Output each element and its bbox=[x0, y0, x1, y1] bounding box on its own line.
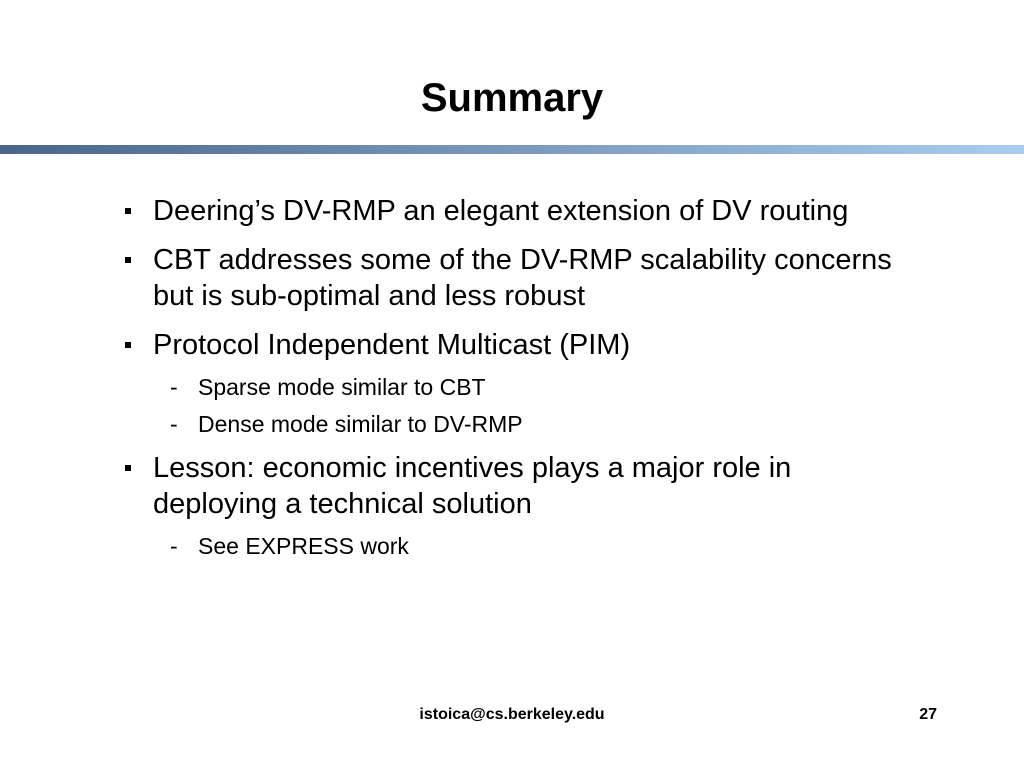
bullet-text: Lesson: economic incentives plays a majo… bbox=[153, 452, 792, 520]
square-bullet-icon bbox=[125, 465, 131, 471]
bullet-item: Protocol Independent Multicast (PIM) bbox=[122, 327, 912, 363]
slide-title: Summary bbox=[420, 76, 604, 120]
bullet-text: Deering’s DV-RMP an elegant extension of… bbox=[153, 195, 849, 227]
dash-marker: - bbox=[170, 411, 178, 437]
square-bullet-icon bbox=[125, 208, 131, 214]
bullet-list: Deering’s DV-RMP an elegant extension of… bbox=[122, 193, 912, 572]
footer-email: istoica@cs.berkeley.edu bbox=[419, 706, 605, 723]
sub-bullet-item: - Sparse mode similar to CBT bbox=[122, 372, 912, 402]
sub-bullet-text: Dense mode similar to DV-RMP bbox=[198, 411, 523, 437]
bullet-text: CBT addresses some of the DV-RMP scalabi… bbox=[153, 244, 892, 312]
sub-bullet-text: See EXPRESS work bbox=[198, 533, 409, 559]
sub-bullet-item: - Dense mode similar to DV-RMP bbox=[122, 409, 912, 439]
dash-marker: - bbox=[170, 374, 178, 400]
dash-marker: - bbox=[170, 533, 178, 559]
title-divider-bar bbox=[0, 145, 1024, 154]
bullet-item: Deering’s DV-RMP an elegant extension of… bbox=[122, 193, 912, 229]
bullet-item: Lesson: economic incentives plays a majo… bbox=[122, 450, 912, 522]
sub-bullet-text: Sparse mode similar to CBT bbox=[198, 374, 486, 400]
page-number: 27 bbox=[919, 706, 937, 723]
square-bullet-icon bbox=[125, 257, 131, 263]
sub-bullet-item: - See EXPRESS work bbox=[122, 531, 912, 561]
square-bullet-icon bbox=[125, 342, 131, 348]
bullet-text: Protocol Independent Multicast (PIM) bbox=[153, 329, 631, 361]
bullet-item: CBT addresses some of the DV-RMP scalabi… bbox=[122, 242, 912, 314]
